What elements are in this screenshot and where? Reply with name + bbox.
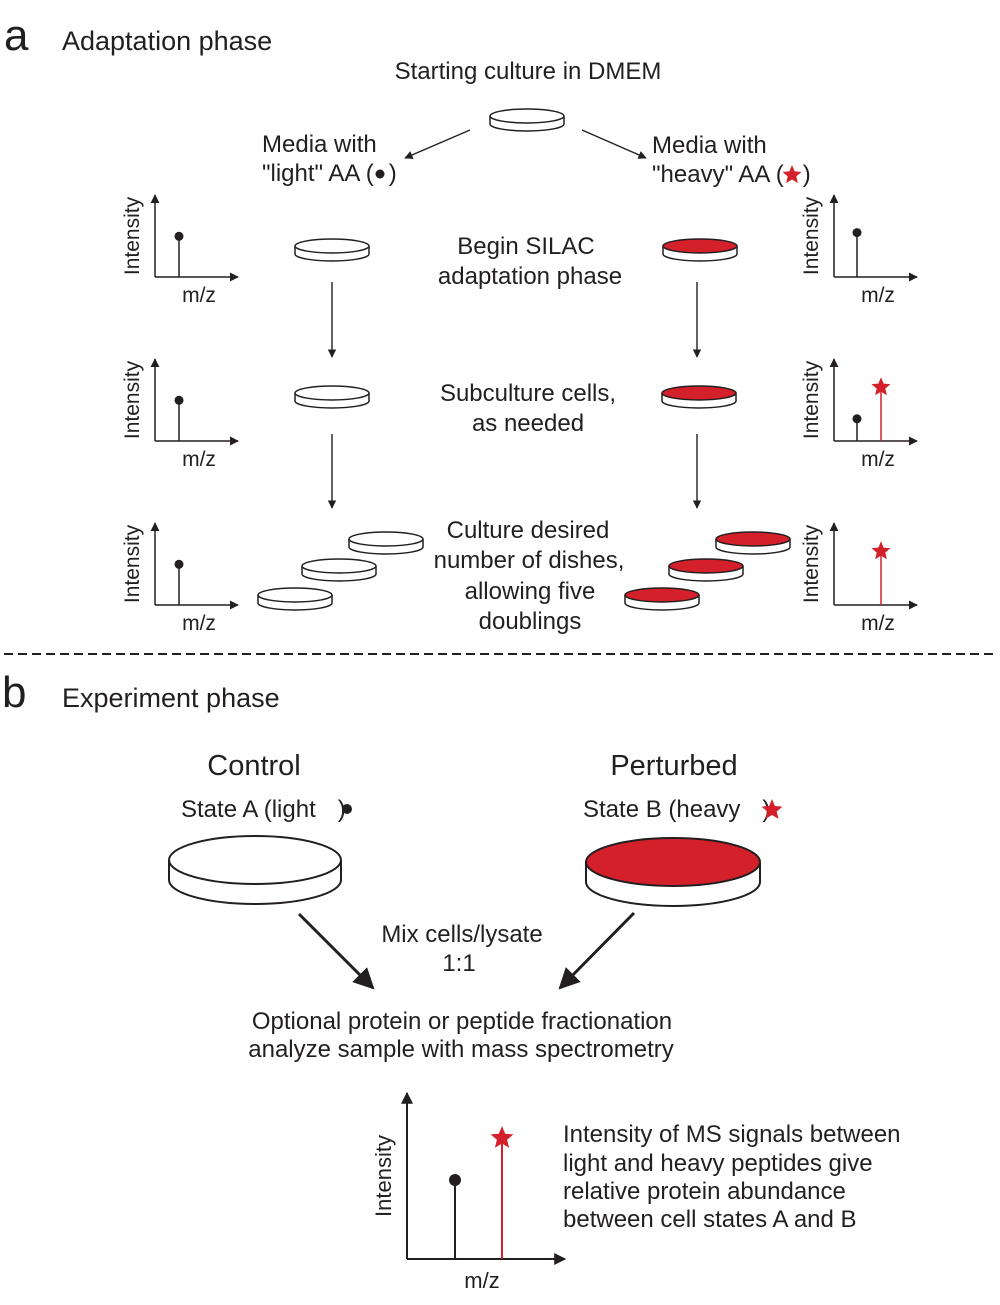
light-dish-2 bbox=[294, 385, 370, 409]
mix-line2: 1:1 bbox=[442, 950, 475, 977]
light-plot-3: Intensity m/z bbox=[121, 522, 239, 635]
mix-arrow-left bbox=[297, 912, 375, 990]
panel-a-letter: a bbox=[4, 11, 29, 60]
light-media-line2-suffix: ) bbox=[389, 160, 397, 187]
svg-text:"light" AA (): "light" AA () bbox=[262, 160, 397, 187]
step1-line1: Begin SILAC bbox=[457, 233, 594, 260]
light-dot-icon bbox=[375, 169, 385, 179]
panel-b: b Experiment phase Control Perturbed Sta… bbox=[2, 668, 901, 1293]
y-axis-label: Intensity bbox=[800, 524, 823, 603]
svg-text:State A (light): State A (light) bbox=[181, 796, 346, 823]
panel-a: a Adaptation phase Starting culture in D… bbox=[4, 11, 918, 635]
heavy-media-line2-prefix: "heavy" AA ( bbox=[652, 161, 784, 188]
y-axis-label: Intensity bbox=[800, 196, 823, 275]
y-axis-label: Intensity bbox=[121, 360, 144, 439]
mix-arrow-right bbox=[558, 911, 636, 990]
light-peak-dot-icon bbox=[174, 395, 184, 405]
y-axis-label: Intensity bbox=[800, 360, 823, 439]
control-state-prefix: State A (light bbox=[181, 796, 316, 823]
result-spectrum-plot: Intensity m/z bbox=[371, 1091, 567, 1293]
x-axis-label: m/z bbox=[182, 448, 216, 471]
starting-dish bbox=[489, 108, 565, 132]
heavy-plot-2: Intensity m/z bbox=[800, 358, 918, 471]
analysis-line2: analyze sample with mass spectrometry bbox=[248, 1036, 673, 1063]
light-media-line1: Media with bbox=[262, 131, 377, 158]
light-media-label: Media with "light" AA () bbox=[262, 131, 397, 187]
y-axis-label: Intensity bbox=[371, 1135, 396, 1217]
svg-text:"heavy" AA (): "heavy" AA () bbox=[652, 161, 811, 188]
mix-line1: Mix cells/lysate bbox=[381, 921, 542, 948]
step1-line2: adaptation phase bbox=[438, 263, 622, 290]
y-axis-label: Intensity bbox=[121, 524, 144, 603]
heavy-peak-star-icon bbox=[871, 541, 891, 560]
conclusion-line4: between cell states A and B bbox=[563, 1206, 857, 1233]
svg-text:State B (heavy): State B (heavy) bbox=[583, 796, 770, 823]
x-axis-label: m/z bbox=[861, 284, 895, 307]
control-title: Control bbox=[207, 750, 301, 782]
step2-line1: Subculture cells, bbox=[440, 380, 616, 407]
step3-line1: Culture desired bbox=[447, 517, 610, 544]
control-dish bbox=[168, 835, 342, 905]
control-light-dot-icon bbox=[342, 804, 352, 814]
light-peak-dot-icon bbox=[852, 414, 862, 424]
heavy-media-line2-suffix: ) bbox=[803, 161, 811, 188]
panel-b-title: Experiment phase bbox=[62, 683, 280, 713]
light-peak-dot-icon bbox=[174, 231, 184, 241]
step3-line3: allowing five bbox=[465, 578, 596, 605]
y-axis-label: Intensity bbox=[121, 196, 144, 275]
x-axis-label: m/z bbox=[182, 284, 216, 307]
heavy-dish-1 bbox=[662, 238, 738, 262]
branch-arrow-light bbox=[404, 129, 471, 159]
heavy-dish-stack bbox=[624, 531, 791, 611]
step2-line2: as needed bbox=[472, 410, 584, 437]
light-plot-1: Intensity m/z bbox=[121, 194, 239, 307]
step3-line4: doublings bbox=[479, 608, 582, 635]
x-axis-label: m/z bbox=[182, 612, 216, 635]
perturbed-dish bbox=[585, 837, 761, 907]
conclusion-line2: light and heavy peptides give bbox=[563, 1150, 873, 1177]
heavy-media-line1: Media with bbox=[652, 132, 767, 159]
x-axis-label: m/z bbox=[861, 612, 895, 635]
perturbed-state-prefix: State B (heavy bbox=[583, 796, 740, 823]
x-axis-label: m/z bbox=[464, 1268, 499, 1293]
light-peak-dot-icon bbox=[449, 1174, 461, 1186]
starting-culture-label: Starting culture in DMEM bbox=[395, 58, 662, 85]
light-dish-stack bbox=[257, 531, 424, 611]
perturbed-heavy-star-icon bbox=[761, 799, 783, 819]
perturbed-title: Perturbed bbox=[610, 750, 737, 782]
light-peak-dot-icon bbox=[174, 559, 184, 569]
light-peak-dot-icon bbox=[852, 228, 862, 238]
light-plot-2: Intensity m/z bbox=[121, 358, 239, 471]
conclusion-line1: Intensity of MS signals between bbox=[563, 1121, 901, 1148]
heavy-peak-star-icon bbox=[490, 1126, 514, 1148]
control-state-suffix: ) bbox=[338, 796, 346, 823]
heavy-plot-1: Intensity m/z bbox=[800, 194, 918, 307]
heavy-dish-2 bbox=[661, 385, 737, 409]
x-axis-label: m/z bbox=[861, 448, 895, 471]
heavy-peak-star-icon bbox=[871, 377, 891, 396]
heavy-media-label: Media with "heavy" AA () bbox=[652, 132, 811, 188]
step3-line2: number of dishes, bbox=[434, 547, 625, 574]
heavy-star-icon bbox=[782, 165, 802, 184]
heavy-plot-3: Intensity m/z bbox=[800, 522, 918, 635]
light-media-line2-prefix: "light" AA ( bbox=[262, 160, 374, 187]
light-dish-1 bbox=[294, 238, 370, 262]
panel-b-letter: b bbox=[2, 668, 26, 717]
analysis-line1: Optional protein or peptide fractionatio… bbox=[252, 1008, 672, 1035]
branch-arrow-heavy bbox=[581, 129, 647, 159]
conclusion-line3: relative protein abundance bbox=[563, 1178, 846, 1205]
panel-a-title: Adaptation phase bbox=[62, 26, 272, 56]
